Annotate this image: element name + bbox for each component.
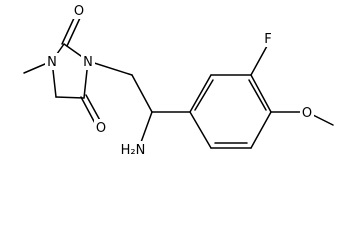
atom-n-center: N	[83, 55, 93, 70]
atom-amine: H₂N	[121, 143, 146, 158]
bond-ar1-ar2-inner	[194, 79, 214, 111]
bond-c2-o-b	[66, 17, 81, 47]
bond-c4-c5	[55, 96, 85, 99]
bond-ar3-f	[250, 45, 268, 76]
bond-n3-ch2	[87, 60, 133, 76]
chemical-structure: O N N O F O H₂N	[23, 2, 334, 158]
label-bg-fluorine	[262, 30, 275, 47]
bond-ar6-ar1	[189, 111, 212, 149]
label-bg-o-top	[72, 2, 86, 19]
bond-ar3-ar4	[250, 74, 272, 113]
atom-fluorine: F	[264, 32, 271, 47]
label-bg-o-methoxy	[300, 104, 314, 121]
bond-lines	[23, 15, 334, 149]
label-bg-n-center	[81, 53, 95, 70]
label-bg-amine	[118, 141, 148, 158]
label-bg-o-bottom	[94, 119, 108, 136]
bond-c2-o-a	[61, 15, 76, 45]
bond-ar1-ar2	[189, 74, 212, 113]
bond-ar3-ar4-inner	[248, 79, 267, 111]
atom-labels: O N N O F O H₂N	[45, 2, 314, 158]
atom-n-left: N	[47, 55, 57, 70]
bond-ch-nh2	[139, 111, 153, 146]
atom-o-methoxy: O	[302, 106, 312, 121]
bond-ch2-ch	[131, 74, 153, 113]
bond-ar4-ar5	[250, 111, 272, 149]
atom-o-top: O	[74, 4, 84, 19]
label-bg-n-left	[45, 53, 59, 70]
atom-o-bottom: O	[96, 121, 106, 136]
